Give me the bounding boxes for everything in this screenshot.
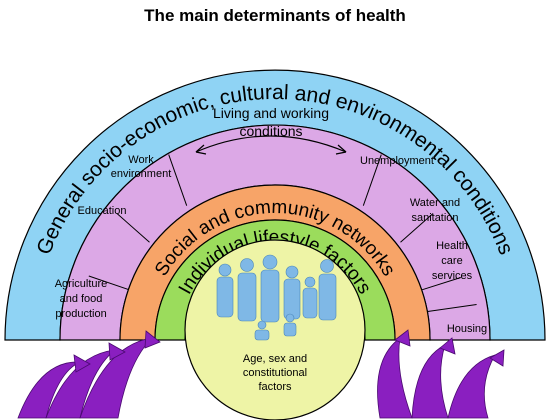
segment-label-agriculture-1: Agriculture [55,278,108,290]
living-working-arrows-icon [195,135,347,155]
core-label-line2: constitutional [243,367,307,379]
segment-label-agriculture-3: production [55,308,106,320]
diagram-title: The main determinants of health [144,6,406,25]
living-working-label-line2: conditions [239,123,302,139]
segment-label-education: Education [78,205,127,217]
segment-label-agriculture-2: and food [60,293,103,305]
segment-label-health-2: care [441,255,462,267]
people-figures-icon [216,254,337,341]
segment-label-housing: Housing [447,323,487,335]
segment-dividers [88,154,477,313]
segment-label-water-1: Water and [410,197,460,209]
left-curved-arrows-icon [17,330,161,419]
right-curved-arrows-icon [377,329,505,419]
segment-label-unemployment: Unemployment [360,155,434,167]
segment-label-work-2: environment [111,168,172,180]
segment-label-health-1: Health [436,240,468,252]
living-working-label-line1: Living and working [213,105,329,121]
segment-label-work-1: Work [128,154,154,166]
segment-label-water-2: sanitation [411,212,458,224]
segment-label-health-3: services [432,270,473,282]
core-label-line3: factors [258,381,292,393]
core-label-line1: Age, sex and [243,353,307,365]
